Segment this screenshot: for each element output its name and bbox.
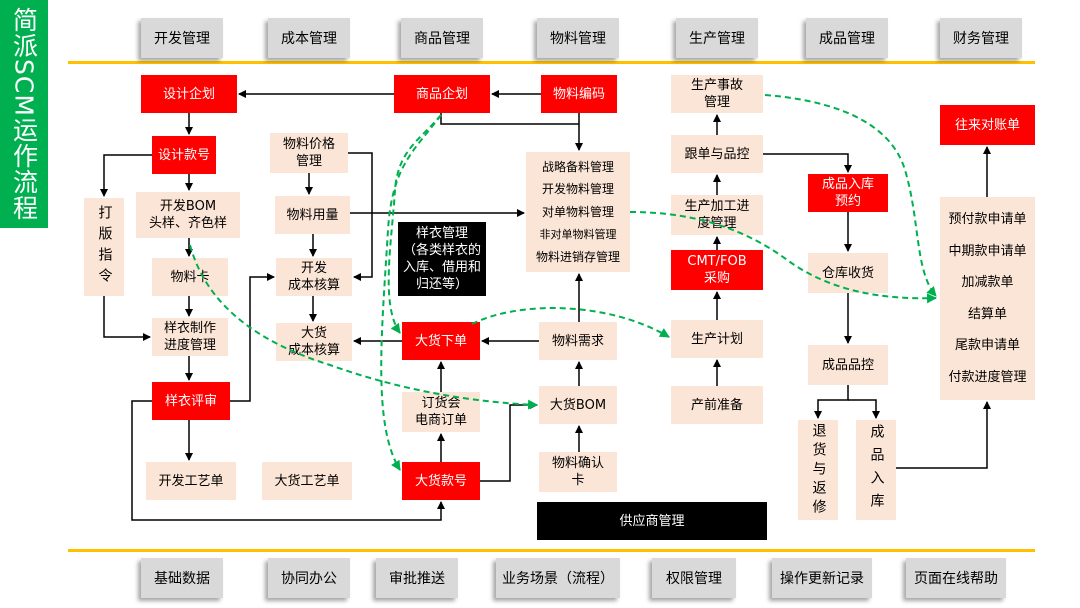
material-mgmt-item: 战略备料管理	[541, 159, 614, 174]
material-mgmt-item: 开发物料管理	[541, 182, 614, 196]
finance-doc-item: 加减款单	[961, 275, 1014, 291]
node-reconciliation: 往来对账单	[940, 105, 1035, 145]
line-product-plan-to-material-management	[440, 113, 579, 125]
tab-change-log[interactable]: 操作更新记录	[772, 558, 872, 598]
node-cmt-fob-purchase: CMT/FOB 采购	[671, 250, 763, 290]
finance-doc-item: 结算单	[967, 306, 1007, 322]
tab-production[interactable]: 生产管理	[676, 18, 758, 58]
node-finished-stock-in: 成品入库	[856, 420, 896, 520]
node-material-confirm-card: 物料确认 卡	[539, 452, 617, 492]
arrow-pattern-order-to-sample-progress	[103, 296, 151, 341]
node-design-plan: 设计企划	[141, 75, 237, 113]
node-design-style-no: 设计款号	[152, 136, 216, 174]
node-order-fair: 订货会 电商订单	[402, 392, 480, 432]
node-pattern-order-label: 打版指令	[96, 205, 113, 289]
tab-cost[interactable]: 成本管理	[268, 18, 350, 58]
tab-online-help[interactable]: 页面在线帮助	[906, 558, 1006, 598]
bottom-divider	[68, 549, 1035, 552]
node-pattern-order: 打版指令	[84, 198, 124, 296]
node-follow-up-qc: 跟单与品控	[671, 135, 763, 173]
node-return-repair: 退货与返修	[798, 420, 838, 520]
arrow-bulk-style-no-to-bulk-bom	[480, 401, 538, 482]
node-supplier-management: 供应商管理	[537, 502, 767, 540]
node-finished-stock-in-label: 成品入库	[868, 424, 885, 516]
node-dev-cost: 开发 成本核算	[276, 258, 352, 296]
node-sample-management: 样衣管理 （各类样衣的 入库、借用和 归还等）	[398, 222, 486, 296]
arrow-design-style-no-to-pattern-order	[100, 154, 152, 197]
tab-collaboration[interactable]: 协同办公	[268, 558, 350, 598]
node-finance-documents: 预付款申请单 中期款申请单 加减款单 结算单 尾款申请单 付款进度管理	[940, 197, 1035, 400]
node-dev-process-sheet: 开发工艺单	[146, 462, 236, 500]
node-sample-progress: 样衣制作 进度管理	[152, 318, 228, 356]
tab-finance[interactable]: 财务管理	[940, 18, 1022, 58]
node-material-usage: 物料用量	[275, 196, 350, 234]
arrow-sample-review-to-dev-cost	[230, 273, 275, 402]
node-material-management: 战略备料管理 开发物料管理 对单物料管理 非对单物料管理 物料进销存管理	[526, 152, 630, 272]
title-bar: 简派SCM运作流程	[0, 0, 48, 228]
top-divider	[68, 61, 1035, 64]
material-mgmt-item: 物料进销存管理	[535, 249, 620, 264]
arrow-finished-qc-to-finished-stock-in	[848, 399, 880, 419]
finance-doc-item: 中期款申请单	[948, 243, 1027, 259]
node-product-plan: 商品企划	[394, 75, 490, 113]
node-bulk-order: 大货下单	[402, 322, 480, 360]
material-mgmt-item: 对单物料管理	[541, 204, 614, 219]
tab-approval-push[interactable]: 审批推送	[376, 558, 458, 598]
finance-doc-item: 尾款申请单	[954, 338, 1020, 354]
node-bulk-bom: 大货BOM	[539, 386, 617, 424]
node-production-progress: 生产加工进 度管理	[671, 195, 763, 235]
arrow-finished-stock-in-to-finance-documents	[896, 401, 991, 469]
node-sample-review: 样衣评审	[152, 382, 230, 420]
tab-material[interactable]: 物料管理	[537, 18, 619, 58]
node-material-code: 物料编码	[541, 75, 617, 113]
finance-doc-item: 付款进度管理	[948, 369, 1027, 385]
node-dev-bom: 开发BOM 头样、齐色样	[136, 192, 240, 238]
tab-development[interactable]: 开发管理	[141, 18, 223, 58]
node-finished-qc: 成品品控	[808, 345, 888, 385]
material-mgmt-item: 非对单物料管理	[539, 228, 617, 241]
tab-permissions[interactable]: 权限管理	[652, 558, 736, 598]
tab-finished-goods[interactable]: 成品管理	[806, 18, 888, 58]
tab-merchandise[interactable]: 商品管理	[401, 18, 483, 58]
node-production-incident: 生产事故 管理	[671, 75, 763, 113]
node-warehouse-receipt: 仓库收货	[808, 253, 888, 293]
node-material-demand: 物料需求	[539, 322, 617, 360]
finance-doc-item: 预付款申请单	[948, 212, 1027, 228]
node-stock-in-booking: 成品入库 预约	[808, 174, 888, 212]
arrow-finished-qc-to-return-repair	[814, 385, 849, 419]
tab-business-scenarios[interactable]: 业务场景（流程）	[496, 558, 620, 598]
node-return-repair-label: 退货与返修	[810, 422, 827, 518]
page-title: 简派SCM运作流程	[9, 7, 39, 221]
arrow-follow-up-qc-to-stock-in-booking	[763, 153, 852, 173]
node-bulk-cost: 大货 成本核算	[276, 323, 352, 361]
node-bulk-process-sheet: 大货工艺单	[262, 462, 352, 500]
node-pre-production: 产前准备	[671, 386, 763, 424]
node-material-card: 物料卡	[152, 258, 228, 296]
node-production-plan: 生产计划	[671, 320, 763, 358]
node-bulk-style-no: 大货款号	[402, 462, 480, 500]
node-material-price: 物料价格 管理	[270, 133, 348, 173]
tab-base-data[interactable]: 基础数据	[141, 558, 223, 598]
